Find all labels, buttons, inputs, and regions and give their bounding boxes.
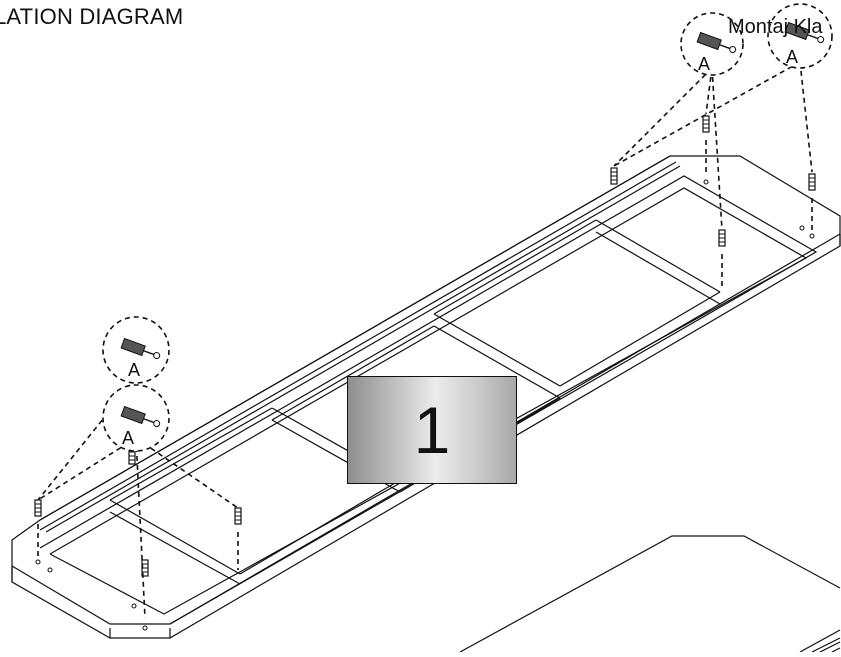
detail-circle-icon [102, 316, 170, 384]
screw-holes [35, 179, 815, 631]
dowel-icon [34, 499, 42, 517]
detail-callouts: A A A A [102, 3, 833, 452]
dowel-icon [702, 115, 710, 133]
side-panel [459, 535, 841, 653]
dowel-icon [610, 167, 618, 185]
dowel-icon [120, 405, 161, 428]
brand-label: Montaj Kla [728, 16, 823, 38]
step-number-box: 1 [347, 376, 517, 484]
callout-label: A [128, 360, 140, 380]
dowel-icon [120, 337, 161, 360]
dowels [34, 115, 816, 577]
step-number: 1 [413, 393, 451, 467]
dowel-icon [234, 507, 242, 525]
callout-label: A [698, 54, 710, 74]
dowel-icon [696, 31, 737, 54]
dowel-icon [784, 21, 825, 44]
dowel-icon [808, 173, 816, 191]
diagram-title: LATION DIAGRAM [0, 4, 184, 29]
detail-circle-icon [102, 384, 170, 452]
detail-circle-icon [680, 12, 744, 76]
detail-circle-icon [767, 3, 833, 69]
callout-label: A [122, 428, 134, 448]
callout-label: A [786, 47, 798, 67]
dowel-icon [718, 229, 726, 247]
